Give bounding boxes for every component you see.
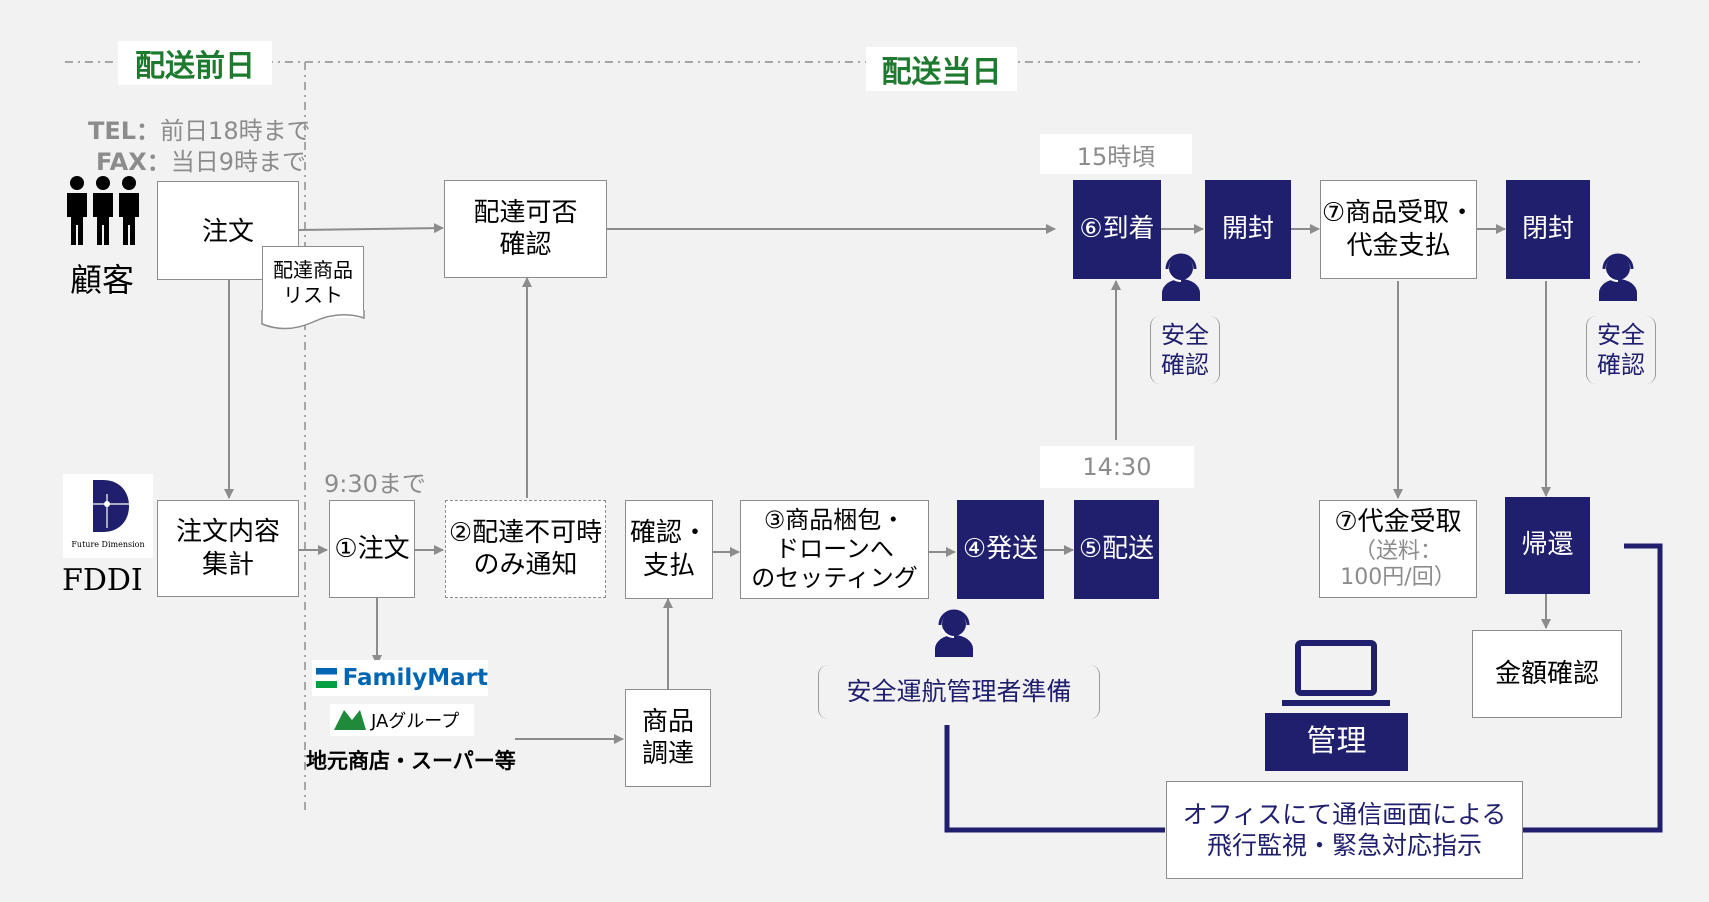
safety-check-2: 安全 確認	[1586, 316, 1656, 384]
collect-title: ⑦代金受取	[1334, 507, 1462, 538]
tel-value: 前日18時まで	[160, 117, 311, 145]
operator-icon-1	[1162, 253, 1200, 301]
box-management: 管理	[1265, 713, 1408, 771]
time-arrival: 15時頃	[1040, 134, 1192, 174]
customers-icon	[67, 176, 139, 245]
fddi-logo-mark	[81, 480, 137, 532]
fax-deadline: FAX：当日9時まで	[96, 142, 306, 177]
box-close: 閉封	[1506, 180, 1590, 279]
familymart-name: FamilyMart	[342, 665, 488, 691]
familymart-stripes-icon	[316, 668, 337, 688]
tel-key: TEL：	[88, 117, 161, 145]
box-arrival: ⑥到着	[1073, 180, 1161, 279]
box-deliver: ⑤配送	[1074, 500, 1159, 599]
arrow-order-to-check	[298, 223, 444, 234]
box-delivery-check: 配達可否 確認	[444, 180, 607, 278]
customer-label: 顧客	[70, 261, 135, 299]
time-dispatch: 14:30	[1040, 446, 1194, 488]
box-confirm-pay: 確認・ 支払	[625, 500, 713, 599]
box-office-monitoring: オフィスにて通信画面による 飛行監視・緊急対応指示	[1166, 781, 1523, 879]
operator-icon-3	[935, 609, 973, 657]
tel-deadline: TEL：前日18時まで	[88, 111, 311, 146]
box-return: 帰還	[1505, 497, 1590, 594]
ja-mark-icon	[334, 710, 366, 730]
doc-wave-bottom	[261, 310, 365, 330]
fax-key: FAX：	[96, 148, 171, 176]
fax-value: 当日9時まで	[170, 148, 306, 176]
familymart-logo: FamilyMart	[312, 660, 488, 696]
fddi-logo: Future Dimension	[63, 474, 153, 558]
doc-delivery-list: 配達商品 リスト	[262, 246, 364, 318]
ja-group-name: JAグループ	[371, 711, 460, 732]
box-send: ④発送	[957, 500, 1044, 599]
laptop-icon	[1282, 640, 1390, 706]
box-pack-setup: ③商品梱包・ ドローンへ のセッティング	[740, 500, 929, 599]
safety-check-1: 安全 確認	[1150, 316, 1220, 384]
box-procure: 商品 調達	[625, 689, 711, 787]
collect-subtitle: （送料： 100円/回）	[1340, 538, 1456, 591]
fddi-label: FDDI	[62, 563, 143, 598]
monitor-loop-right	[1523, 543, 1663, 833]
ja-group-logo: JAグループ	[330, 704, 474, 736]
box-amount-check: 金額確認	[1472, 630, 1622, 718]
box-order-aggregate: 注文内容 集計	[157, 500, 299, 597]
box-order-1: ①注文	[329, 500, 415, 598]
time-order-deadline: 9:30まで	[324, 470, 426, 498]
monitor-loop-left	[944, 725, 1165, 833]
phase-label-prev-day: 配送前日	[118, 41, 272, 85]
safety-operator-prep: 安全運航管理者準備	[818, 665, 1100, 719]
box-collect-payment: ⑦代金受取 （送料： 100円/回）	[1319, 500, 1477, 598]
box-notify-unavailable: ②配達不可時 のみ通知	[445, 500, 606, 598]
fddi-logo-text: Future Dimension	[71, 540, 145, 549]
phase-label-same-day: 配送当日	[866, 47, 1017, 91]
box-open: 開封	[1205, 180, 1291, 279]
operator-icon-2	[1599, 253, 1637, 301]
local-stores-label: 地元商店・スーパー等	[306, 749, 516, 773]
box-receive-pay: ⑦商品受取・ 代金支払	[1320, 180, 1477, 279]
